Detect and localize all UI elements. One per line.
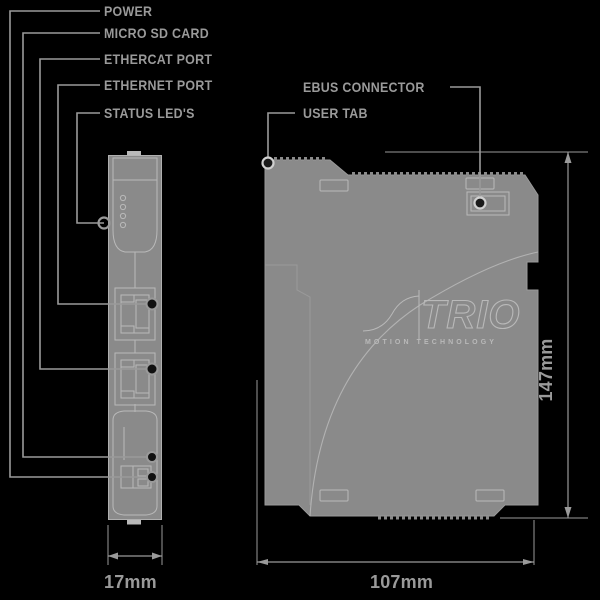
ethernet-port-keyway-top [121,360,135,368]
status-led-1 [119,194,127,202]
leader-line-ethercat-port [39,58,152,370]
side-top-serration-right [352,172,523,176]
leader-line-micro-sd-card [22,32,152,458]
ebus-connector-inner [470,195,506,212]
front-profile-view [108,151,162,525]
side-vent-slot-top-left [319,179,349,192]
front-lower-face-panel [112,410,158,516]
status-led-2 [119,203,127,211]
dim-arrow-top-147mm [564,152,572,163]
leader-line-user-tab [267,112,295,163]
front-top-tab [127,151,141,156]
side-bottom-serration [378,516,489,520]
dim-arrow-bottom-147mm [564,507,572,518]
side-vent-slot-bottom-left [319,489,349,502]
dimension-depth-side: 107mm [256,380,535,592]
ethernet-port-bezel [114,352,156,406]
callout-dot-user-tab [261,156,275,170]
dim-arrow-left-17mm [108,552,118,560]
callout-dot-ethercat-port [145,362,159,376]
callout-dot-status-leds [97,216,111,230]
dim-text-147mm: 147mm [536,338,556,401]
callout-label-ethercat-port: ETHERCAT PORT [104,52,212,68]
front-body-outline [108,155,162,520]
leader-line-ethernet-port [57,84,152,305]
ethercat-port-bezel [114,287,156,341]
side-body-outline [264,159,539,517]
side-elevation-view: TRIO MOTION TECHNOLOGY [264,157,539,520]
callout-dot-ethernet-port [145,297,159,311]
status-led-group [119,194,127,229]
power-connector-pin-2 [137,478,149,487]
dim-arrow-right-17mm [152,552,162,560]
callout-label-status-leds: STATUS LED'S [104,106,195,122]
callout-dot-ebus-connector [473,196,487,210]
side-din-rail-notch [265,264,311,505]
side-vent-slot-bottom-right [475,489,505,502]
dim-arrow-right-107mm [523,559,534,565]
status-led-4 [119,221,127,229]
callout-dot-power [146,471,158,483]
ebus-connector-graphic [466,191,510,216]
ethernet-port-keyway-bottom [121,390,135,398]
callout-dot-micro-sd-card [146,451,158,463]
ethercat-port-contact-block [135,299,150,329]
callout-label-ethernet-port: ETHERNET PORT [104,78,212,94]
status-led-3 [119,212,127,220]
leader-line-status-leds [76,112,104,224]
leader-line-power [9,10,152,478]
trio-logo-tagline: MOTION TECHNOLOGY [365,339,497,346]
trio-logo-wordmark: TRIO [421,293,521,337]
front-bottom-tab [127,520,141,525]
callout-label-user-tab: USER TAB [303,106,368,122]
front-status-face-panel [112,179,158,253]
ethercat-port-graphic [114,287,156,341]
dim-text-107mm: 107mm [370,572,433,592]
callout-label-ebus-connector: EBUS CONNECTOR [303,80,425,96]
callout-label-micro-sd-card: MICRO SD CARD [104,26,209,42]
ethernet-port-contact-block [135,364,150,394]
callout-labels: POWER MICRO SD CARD ETHERCAT PORT ETHERN… [104,4,425,122]
callout-leader-lines [9,10,481,478]
side-styling-curve [309,251,539,517]
trio-logo-scurve [362,295,420,332]
ebus-connector-outer [466,191,510,216]
ethernet-port-body [120,359,150,399]
callout-dots [97,156,487,483]
dimension-width-front: 17mm [104,525,163,592]
leader-line-ebus-connector [450,86,481,203]
dimension-height-side: 147mm [385,151,588,519]
ethernet-port-graphic [114,352,156,406]
power-connector-pin-1 [137,468,149,477]
ethercat-port-keyway-top [121,295,135,303]
callout-label-power: POWER [104,4,153,20]
trio-logo: TRIO MOTION TECHNOLOGY [362,290,521,346]
ethercat-port-keyway-bottom [121,325,135,333]
dim-arrow-left-107mm [257,559,268,565]
dim-text-17mm: 17mm [104,572,157,592]
ethercat-port-body [120,294,150,334]
